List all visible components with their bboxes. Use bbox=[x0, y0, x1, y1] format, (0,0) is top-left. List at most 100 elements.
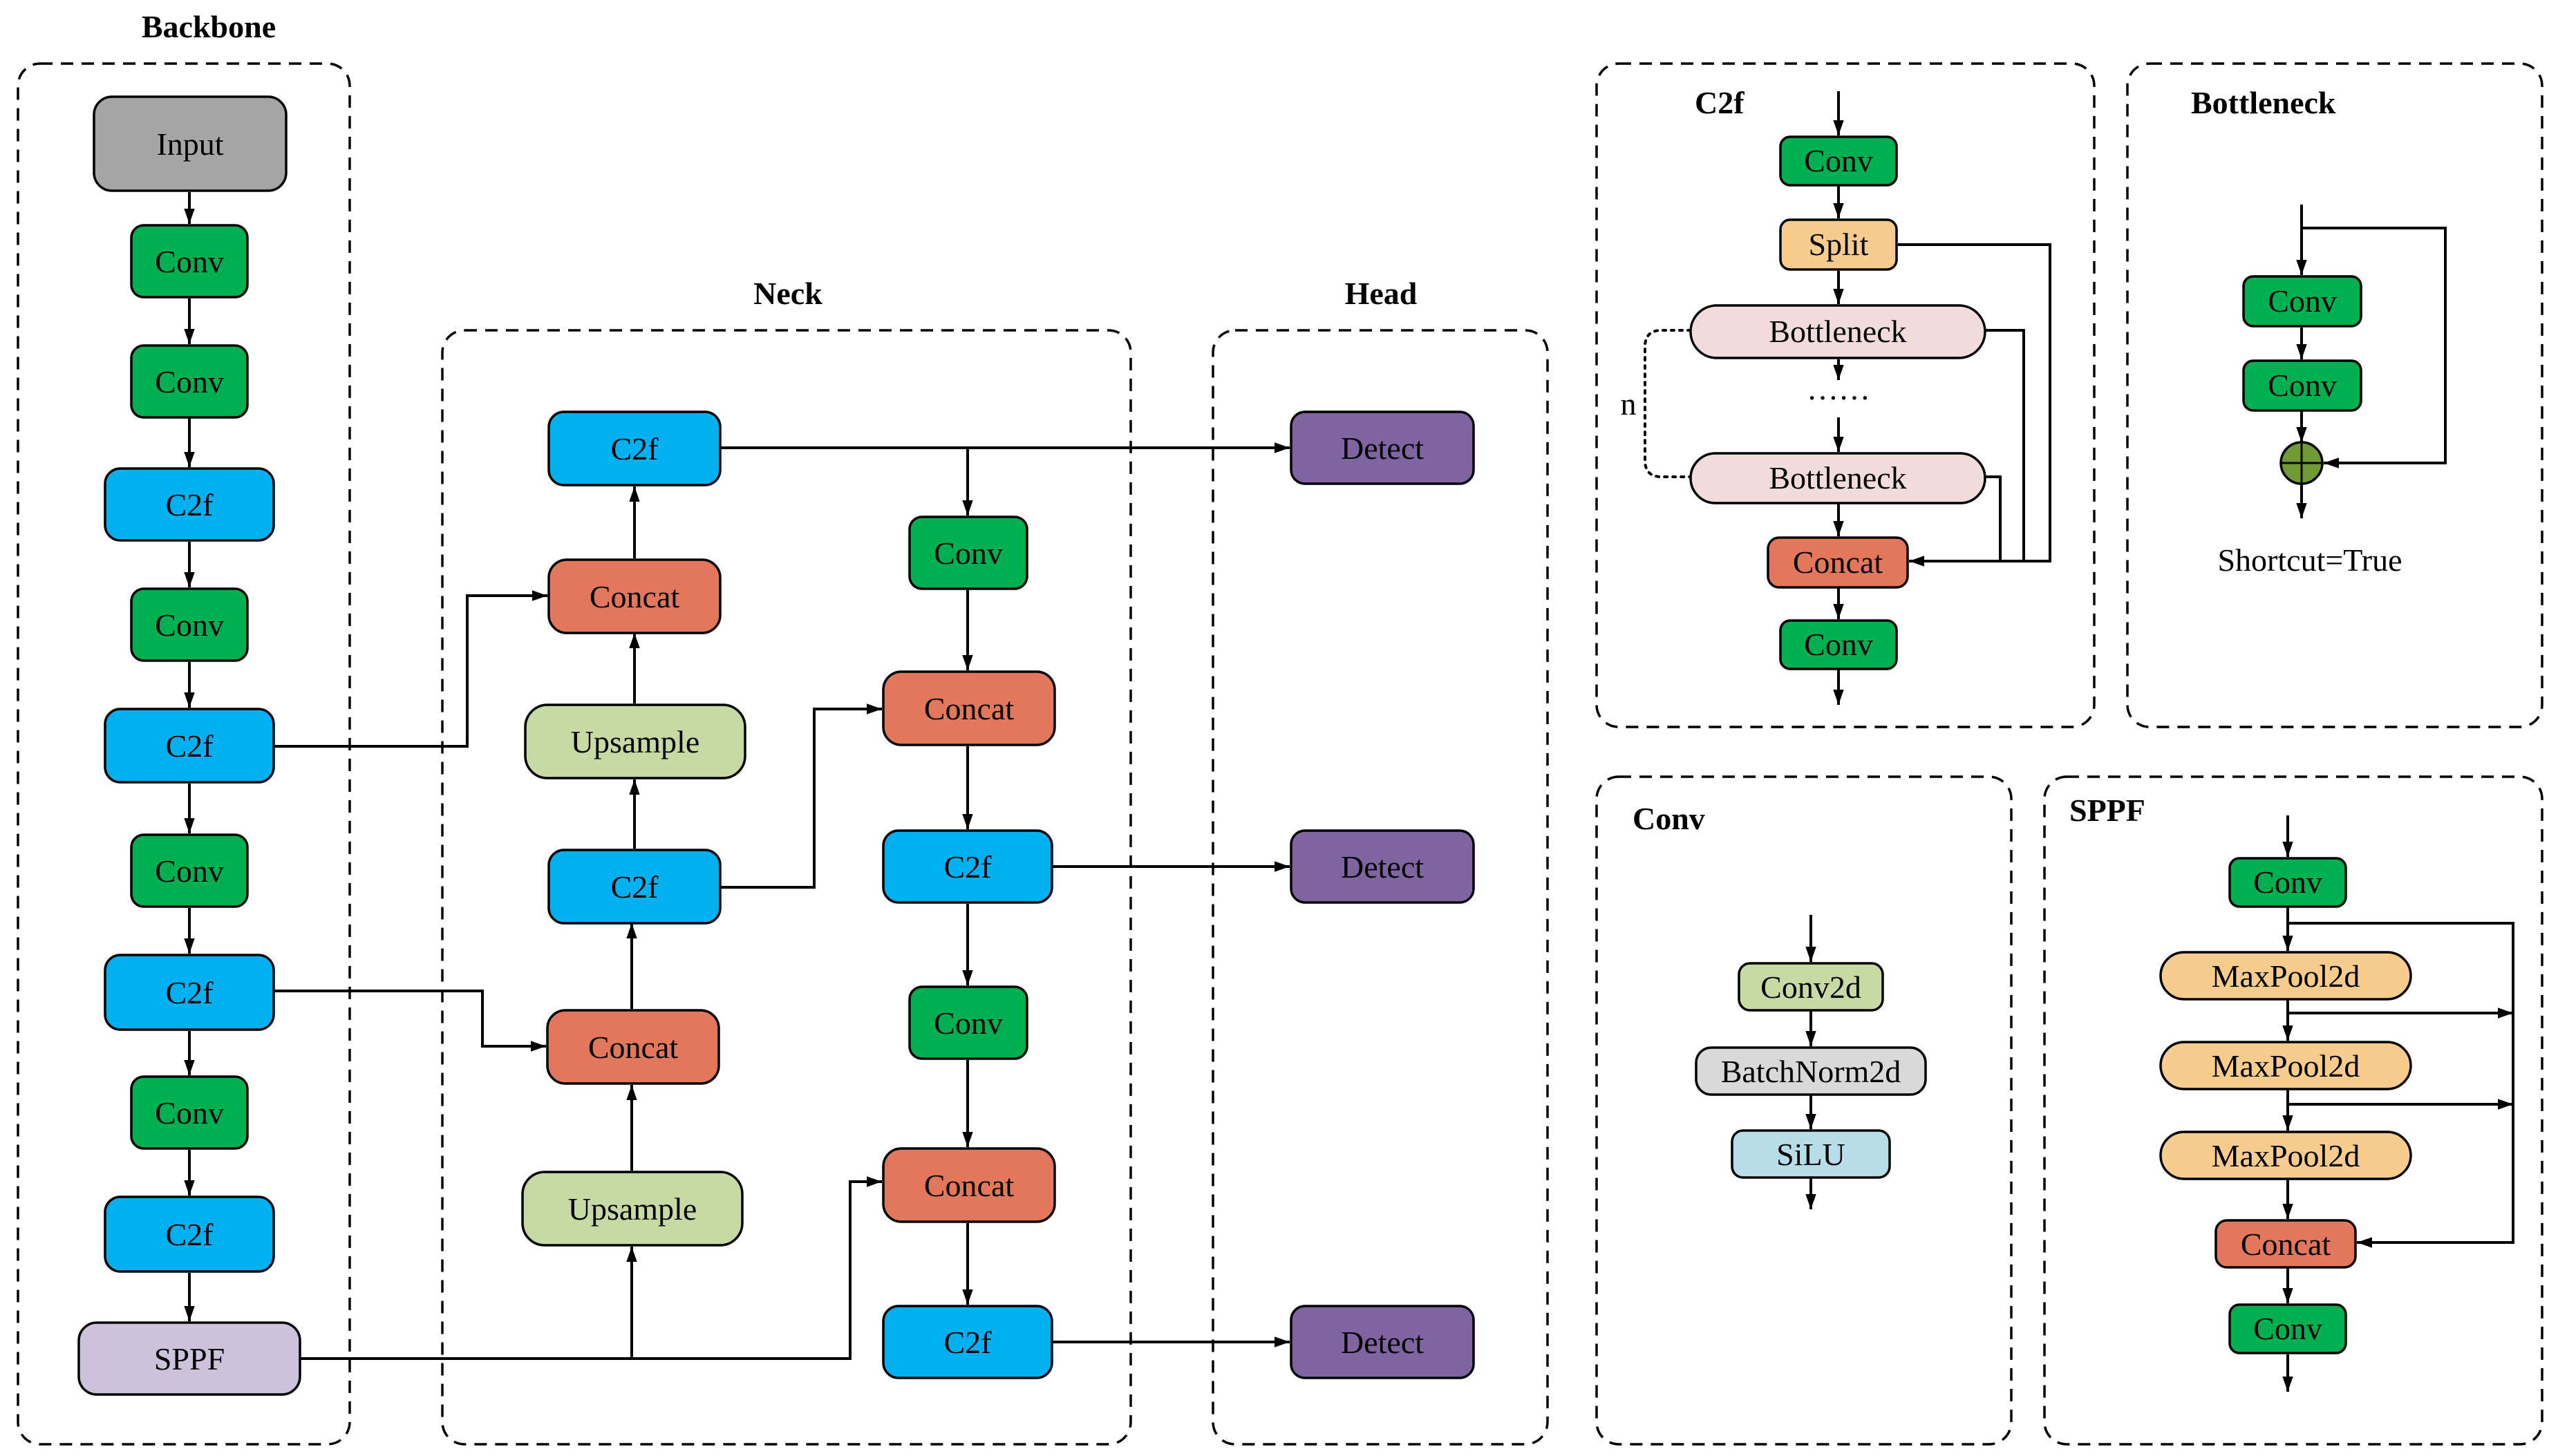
edge bbox=[849, 1176, 882, 1359]
section-titles: Backbone Neck Head C2f Bottleneck Conv S… bbox=[142, 9, 2336, 836]
svg-text:C2f: C2f bbox=[944, 1325, 993, 1360]
node-c2f: C2f bbox=[547, 410, 722, 486]
node-conv: Conv bbox=[908, 516, 1028, 590]
node-conv: Conv bbox=[908, 985, 1028, 1060]
svg-text:Detect: Detect bbox=[1341, 1325, 1424, 1360]
svg-text:Bottleneck: Bottleneck bbox=[1769, 460, 1906, 495]
node-bottleneck: Bottleneck bbox=[1689, 304, 1986, 359]
node-conv: Conv bbox=[2228, 857, 2347, 908]
svg-text:Input: Input bbox=[156, 126, 223, 162]
bottleneck-title: Bottleneck bbox=[2191, 85, 2336, 120]
node-conv: Conv bbox=[1779, 135, 1898, 187]
svg-text:C2f: C2f bbox=[611, 869, 659, 905]
svg-text:C2f: C2f bbox=[166, 1217, 214, 1252]
node-c2f: C2f bbox=[104, 708, 275, 784]
svg-text:Detect: Detect bbox=[1341, 849, 1424, 885]
svg-text:Upsample: Upsample bbox=[568, 1191, 697, 1227]
node-conv: Conv bbox=[1779, 619, 1898, 670]
svg-text:Detect: Detect bbox=[1341, 431, 1424, 466]
node-conv: Conv bbox=[2242, 275, 2362, 328]
svg-text:Conv: Conv bbox=[1804, 627, 1873, 662]
svg-text:Conv: Conv bbox=[155, 607, 224, 643]
node-conv2d: Conv2d bbox=[1738, 962, 1884, 1012]
node-conv: Conv bbox=[130, 224, 249, 299]
node-concat: Concat bbox=[882, 1147, 1056, 1223]
head-title: Head bbox=[1345, 276, 1418, 311]
svg-text:SPPF: SPPF bbox=[154, 1341, 225, 1377]
svg-text:Concat: Concat bbox=[924, 691, 1015, 726]
sppf-title: SPPF bbox=[2069, 793, 2145, 828]
bottleneck-shortcut-label: Shortcut=True bbox=[2217, 542, 2402, 578]
edge bbox=[1898, 243, 2051, 567]
conv-title: Conv bbox=[1633, 801, 1705, 836]
svg-text:Conv: Conv bbox=[2253, 864, 2322, 900]
svg-text:C2f: C2f bbox=[166, 728, 214, 764]
node-upsample: Upsample bbox=[524, 703, 746, 779]
node-c2f: C2f bbox=[104, 467, 275, 542]
node-split: Split bbox=[1779, 218, 1898, 271]
c2f-panel bbox=[1595, 62, 2096, 728]
sppf-panel bbox=[2043, 775, 2543, 1446]
svg-text:Concat: Concat bbox=[590, 579, 680, 614]
annotations: …… n Shortcut=True bbox=[1621, 371, 2402, 578]
node-c2f: C2f bbox=[104, 1195, 275, 1273]
node-conv: Conv bbox=[130, 344, 249, 419]
bottleneck-panel bbox=[2126, 62, 2543, 728]
backbone-title: Backbone bbox=[142, 9, 276, 44]
add-node bbox=[2279, 441, 2324, 485]
svg-text:Concat: Concat bbox=[588, 1030, 679, 1065]
node-sppf: SPPF bbox=[77, 1321, 301, 1396]
svg-text:MaxPool2d: MaxPool2d bbox=[2212, 1048, 2360, 1084]
edge bbox=[1985, 475, 2002, 561]
edge bbox=[300, 1343, 852, 1360]
node-silu: SiLU bbox=[1731, 1129, 1891, 1179]
svg-text:Concat: Concat bbox=[2241, 1227, 2331, 1262]
node-maxpool2d: MaxPool2d bbox=[2159, 951, 2412, 1001]
node-detect: Detect bbox=[1290, 410, 1475, 485]
svg-text:Conv: Conv bbox=[155, 244, 224, 279]
svg-text:Conv: Conv bbox=[155, 1095, 224, 1131]
node-input: Input bbox=[93, 95, 288, 192]
node-conv: Conv bbox=[2228, 1303, 2347, 1354]
svg-text:C2f: C2f bbox=[166, 975, 214, 1010]
node-maxpool2d: MaxPool2d bbox=[2159, 1041, 2412, 1090]
node-concat: Concat bbox=[2214, 1219, 2357, 1269]
node-batchnorm2d: BatchNorm2d bbox=[1695, 1046, 1927, 1096]
node-detect: Detect bbox=[1290, 829, 1475, 904]
svg-text:Concat: Concat bbox=[1793, 545, 1883, 580]
svg-text:Conv: Conv bbox=[1804, 143, 1873, 178]
node-c2f: C2f bbox=[882, 1305, 1053, 1379]
edges bbox=[184, 91, 2514, 1392]
node-conv: Conv bbox=[130, 1075, 249, 1150]
svg-text:Split: Split bbox=[1809, 227, 1869, 262]
node-bottleneck: Bottleneck bbox=[1689, 452, 1986, 504]
node-c2f: C2f bbox=[882, 829, 1053, 904]
svg-text:C2f: C2f bbox=[611, 431, 659, 466]
node-upsample: Upsample bbox=[521, 1171, 744, 1247]
c2f-repeat-link bbox=[1644, 329, 1692, 478]
nodes: Input Conv Conv C2f Conv C2f Conv C2f Co… bbox=[77, 95, 2412, 1396]
svg-text:BatchNorm2d: BatchNorm2d bbox=[1721, 1054, 1901, 1089]
conv-panel bbox=[1595, 775, 2013, 1446]
svg-text:MaxPool2d: MaxPool2d bbox=[2212, 958, 2360, 994]
c2f-ellipsis: …… bbox=[1807, 371, 1870, 406]
neck-panel bbox=[441, 329, 1132, 1446]
node-detect: Detect bbox=[1290, 1305, 1475, 1379]
c2f-title: C2f bbox=[1695, 85, 1744, 120]
head-panel bbox=[1212, 329, 1549, 1446]
node-c2f: C2f bbox=[104, 954, 275, 1031]
node-conv: Conv bbox=[2242, 359, 2362, 412]
node-concat: Concat bbox=[882, 670, 1056, 746]
svg-text:C2f: C2f bbox=[944, 849, 993, 885]
svg-text:Conv: Conv bbox=[155, 853, 224, 889]
svg-text:Conv: Conv bbox=[2268, 368, 2337, 403]
edge bbox=[274, 990, 546, 1052]
panels bbox=[17, 62, 2543, 1446]
node-maxpool2d: MaxPool2d bbox=[2159, 1131, 2412, 1180]
edge bbox=[2288, 922, 2514, 1248]
edge bbox=[1985, 329, 2025, 561]
svg-text:Concat: Concat bbox=[924, 1168, 1015, 1203]
svg-text:Conv: Conv bbox=[2253, 1311, 2322, 1346]
svg-text:Conv: Conv bbox=[934, 536, 1003, 571]
